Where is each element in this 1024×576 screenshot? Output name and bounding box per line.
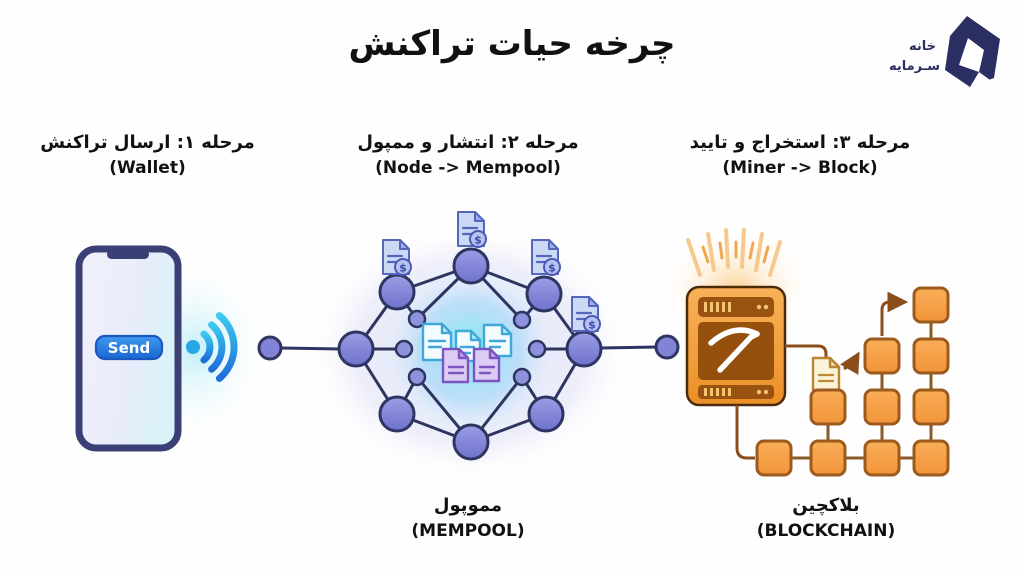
stage1-heading: مرحله ۱: ارسال تراکنش: [40, 132, 255, 153]
mempool-caption-en: (MEMPOOL): [411, 521, 525, 541]
wifi-signal-icon: [186, 312, 238, 382]
stage2-heading: مرحله ۲: انتشار و ممپول: [357, 132, 579, 153]
network-nodes: [337, 247, 603, 461]
phone-illustration: Send: [75, 245, 182, 452]
house-logo-icon: [945, 16, 1000, 87]
wallet-stage-art: Send: [75, 245, 270, 452]
blockchain-caption-en: (BLOCKCHAIN): [756, 521, 896, 541]
stage2-subheading: (Node -> Mempool): [375, 158, 561, 179]
mempool-stage-art: [257, 210, 680, 482]
brand-logo: خانه سـرمایه: [889, 16, 1000, 87]
mempool-documents: [421, 322, 513, 384]
stage2-header: مرحله ۲: انتشار و ممپول (Node -> Mempool…: [343, 130, 593, 181]
stage1-subheading: (Wallet): [109, 158, 186, 179]
pickaxe-icon: [708, 327, 760, 373]
logo-text-line2: سـرمایه: [889, 59, 940, 74]
send-label: Send: [108, 339, 150, 357]
page-title: چرخه حیات تراکنش: [348, 24, 676, 64]
new-block-document-icon: [811, 356, 841, 392]
miner-connectors: [735, 344, 828, 460]
miner-top-leds: [704, 302, 769, 312]
mempool-caption-fa: مموپول: [433, 495, 503, 516]
left-connector: [257, 335, 342, 361]
stage3-header: مرحله ۳: استخراج و تایید (Miner -> Block…: [672, 130, 928, 181]
stage3-heading: مرحله ۳: استخراج و تایید: [689, 132, 911, 153]
miner-rays: [686, 228, 782, 277]
append-arrow: [840, 351, 860, 375]
phone-notch: [107, 250, 149, 259]
blockchain-blocks: [755, 286, 950, 477]
blockchain-caption: بلاکچین (BLOCKCHAIN): [726, 492, 926, 545]
right-connector: [599, 334, 680, 360]
miner-bottom-leds: [704, 388, 769, 396]
blockchain-caption-fa: بلاکچین: [792, 495, 860, 516]
stage1-header: مرحله ۱: ارسال تراکنش (Wallet): [25, 130, 270, 181]
chain-tip-arrow: [880, 291, 909, 336]
network-relay-nodes: [394, 309, 547, 387]
stage3-subheading: (Miner -> Block): [722, 158, 878, 179]
blockchain-links: [791, 322, 933, 460]
miner-stage-art: [656, 228, 950, 477]
miner-rig: [685, 285, 787, 407]
send-button: Send: [94, 334, 164, 361]
logo-text-line1: خانه: [909, 39, 936, 54]
mempool-caption: مموپول (MEMPOOL): [368, 492, 568, 545]
